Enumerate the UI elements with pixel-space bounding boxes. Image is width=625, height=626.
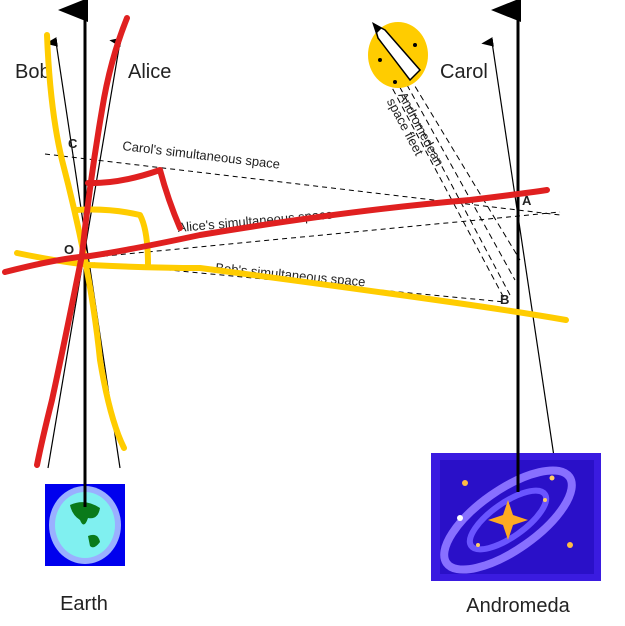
carol-label: Carol [440,61,488,83]
bob-label: Bob [15,61,51,83]
fleet-lines [387,75,521,301]
alice-simultaneous-line [84,211,561,259]
spaceship-icon [368,22,428,88]
carol-simultaneous-line [44,153,561,216]
andromeda-label: Andromeda [466,595,570,617]
alice-label: Alice [128,61,171,83]
earth-label: Earth [60,593,108,615]
carol-worldline [481,37,557,471]
point-c-label: C [68,136,78,151]
fleet-label: Andromedean space fleet [384,89,447,168]
earth-icon [45,484,125,566]
andromeda-galaxy-icon [431,453,601,581]
point-o-label: O [64,242,74,257]
carol-space-label: Carol's simultaneous space [122,138,281,172]
yellow-annotation-strokes [14,32,569,451]
point-a-label: A [522,193,532,208]
red-annotation-strokes [2,15,550,468]
point-b-label: B [500,292,509,307]
